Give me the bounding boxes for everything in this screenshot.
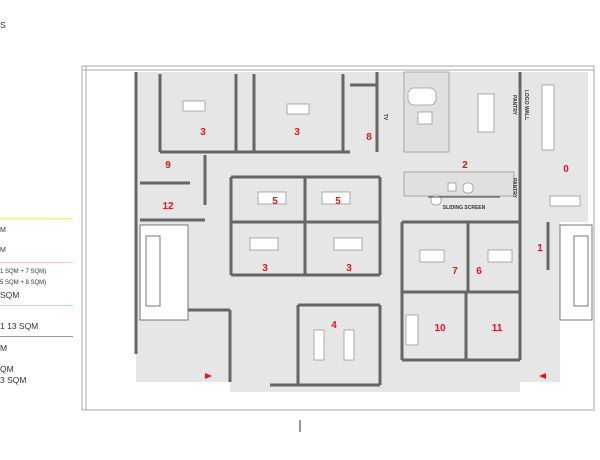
stair-core — [139, 224, 593, 321]
room-number: 6 — [476, 266, 482, 277]
legend-text: M — [0, 247, 6, 254]
room-number: 9 — [165, 160, 171, 171]
legend-text: 1 SQM + 7 SQM) — [0, 269, 47, 275]
room-number: 7 — [452, 266, 458, 277]
legend-header: S — [0, 20, 6, 30]
legend-divider-cyan — [0, 305, 73, 306]
room-number: 3 — [346, 263, 352, 274]
tv-label: TV — [382, 114, 388, 121]
entrance-arrow-icon — [205, 373, 212, 379]
legend-text: 5 SQM + 8 SQM) — [0, 280, 47, 286]
legend-text: 3 SQM — [0, 375, 27, 385]
room-number: 3 — [262, 263, 268, 274]
logo-wall-label: LOGO WALL — [523, 90, 529, 120]
entrance-arrow-icon — [539, 373, 546, 379]
room-number: 3 — [294, 127, 300, 138]
pantry-bottom-label: PANTRY — [511, 178, 517, 199]
walls — [134, 72, 550, 387]
legend-divider-yellow — [0, 218, 73, 219]
room-number: 0 — [563, 164, 569, 175]
room-number: 8 — [366, 132, 372, 143]
room-number: 1 — [537, 243, 543, 254]
room-number: 2 — [462, 160, 468, 171]
legend-text: M — [0, 343, 8, 353]
room-number: 3 — [200, 127, 206, 138]
legend-divider-pink — [0, 262, 73, 263]
legend-divider-gray — [0, 336, 73, 337]
pantry-top-label: PANTRY — [511, 95, 517, 116]
building-outline — [81, 65, 595, 411]
room-number: 4 — [331, 320, 337, 331]
legend-text: 1 13 SQM — [0, 321, 39, 331]
room-number: 10 — [434, 323, 446, 334]
room-number: 11 — [492, 323, 503, 334]
legend-text: QM — [0, 364, 14, 374]
furniture — [182, 71, 581, 361]
room-number: 5 — [335, 196, 341, 207]
legend-text: SQM — [0, 290, 20, 300]
legend-text: M — [0, 227, 6, 234]
room-number: 5 — [272, 196, 278, 207]
sliding-screen-label: SLIDING SCREEN — [443, 205, 486, 211]
room-number: 12 — [162, 201, 174, 212]
